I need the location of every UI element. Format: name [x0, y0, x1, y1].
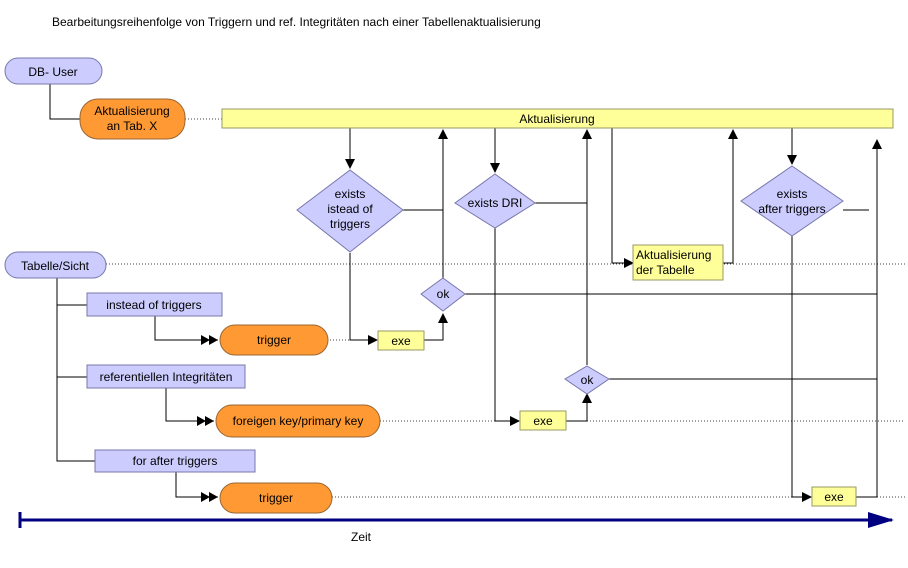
- update-bar: [221, 108, 894, 129]
- arrow-exe2-to-ok2: [566, 393, 592, 422]
- table-update-line2: der Tabelle: [636, 263, 695, 277]
- update-tab-x-line2: an Tab. X: [107, 119, 157, 133]
- ok-2-label: ok: [581, 373, 595, 387]
- diagram-title: Bearbeitungsreihenfolge von Triggern und…: [52, 15, 541, 29]
- update-bar-label: Aktualisierung: [519, 112, 594, 126]
- connector-user: [49, 83, 80, 120]
- db-user-label: DB- User: [28, 65, 77, 79]
- arrow-to-exe2: [494, 228, 520, 426]
- after-triggers-label: for after triggers: [133, 454, 218, 468]
- ref-integrity-box: [86, 364, 246, 389]
- table-view-node: [4, 251, 107, 279]
- exists-instead-line1: exists: [335, 187, 366, 201]
- foreign-key-label: foreigen key/primary key: [233, 414, 364, 428]
- exists-dri-diamond: [454, 173, 536, 229]
- ok-diamond-1: [420, 277, 466, 312]
- exists-dri-label: exists DRI: [468, 196, 523, 210]
- exe-3-label: exe: [824, 490, 844, 504]
- arrow-to-exe1: [349, 253, 378, 345]
- arrow-to-trigger1: [154, 316, 218, 345]
- exe-1-box: [377, 330, 425, 351]
- trigger-2-node: [219, 482, 333, 514]
- exists-instead-diamond: [296, 169, 404, 253]
- foreign-key-node: [215, 404, 381, 438]
- connector-table-trunk: [56, 278, 95, 462]
- exists-after-line1: exists: [777, 187, 808, 201]
- arrow-exe1-to-ok1: [424, 313, 448, 341]
- exe-1-label: exe: [391, 334, 411, 348]
- after-triggers-box: [94, 449, 256, 473]
- line-dri-right: [535, 202, 588, 365]
- trigger-2-label: trigger: [259, 491, 293, 505]
- arrow-exe3-up: [856, 139, 882, 498]
- exists-instead-line2: istead of: [327, 202, 373, 216]
- arrow-to-exe3: [791, 236, 812, 502]
- ref-integrity-label: referentiellen Integritäten: [100, 370, 233, 384]
- arrow-to-trigger2: [175, 472, 218, 502]
- table-update-line1: Aktualisierung: [636, 248, 711, 262]
- exe-3-box: [811, 486, 857, 507]
- table-view-label: Tabelle/Sicht: [21, 259, 90, 273]
- arrow-to-fk: [165, 388, 214, 426]
- db-user-node: [4, 57, 103, 85]
- trigger-1-node: [219, 324, 329, 356]
- arrow-tabelle-up: [723, 129, 738, 264]
- timeline-label: Zeit: [351, 530, 372, 544]
- exe-2-box: [519, 410, 567, 431]
- arrow-to-tabelle-update: [611, 128, 634, 268]
- exists-after-line2: after triggers: [758, 202, 825, 216]
- update-tab-x-node: [79, 98, 186, 140]
- instead-of-triggers-box: [86, 292, 223, 317]
- trigger-1-label: trigger: [257, 333, 291, 347]
- table-update-box: [632, 244, 724, 281]
- exe-2-label: exe: [533, 414, 553, 428]
- exists-after-diamond: [740, 165, 844, 237]
- ok-1-label: ok: [437, 287, 451, 301]
- instead-of-triggers-label: instead of triggers: [106, 298, 201, 312]
- update-tab-x-line1: Aktualisierung: [94, 104, 169, 118]
- ok-diamond-2: [564, 365, 610, 395]
- exists-instead-line3: triggers: [330, 217, 370, 231]
